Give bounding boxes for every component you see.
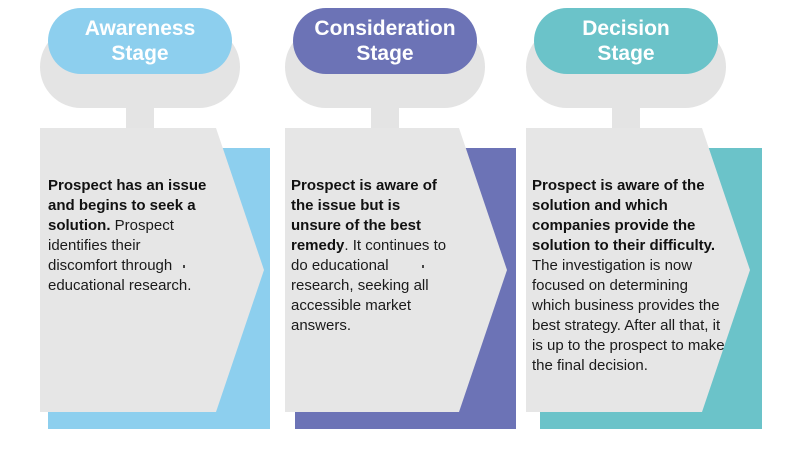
awareness-stage-subtitle: Stage [111,42,169,65]
awareness-stage-title: Awareness [84,17,196,40]
decision-body-text: The investigation is now focused on dete… [532,257,725,374]
awareness-dot [183,265,185,268]
awareness-connector [126,104,154,132]
consideration-description: Prospect is aware of the issue but is un… [291,176,449,336]
consideration-stage-title: Consideration [314,17,456,40]
decision-bold-text: Prospect is aware of the solution and wh… [532,177,716,254]
awareness-arrow-card [40,128,264,412]
decision-arrow-card [526,128,750,412]
decision-description: Prospect is aware of the solution and wh… [532,176,726,376]
awareness-description: Prospect has an issue and begins to seek… [48,176,208,296]
decision-stage-subtitle: Stage [597,42,655,65]
awareness-stage-column: Awareness Stage Prospect has an issue an… [40,0,290,472]
consideration-connector [371,104,399,132]
decision-connector [612,104,640,132]
decision-stage-column: Decision Stage Prospect is aware of the … [526,0,776,472]
decision-stage-pill: Decision Stage [534,8,718,74]
consideration-bold-text: Prospect is aware of the issue but is un… [291,177,437,254]
decision-stage-title: Decision [582,17,670,40]
awareness-body-text: Prospect identifies their discomfort thr… [48,217,192,294]
awareness-bold-text: Prospect has an issue and begins to seek… [48,177,207,234]
consideration-stage-subtitle: Stage [356,42,414,65]
consideration-arrow-card [285,128,507,412]
consideration-body-text: . It continues to do educational researc… [291,237,447,334]
awareness-stage-pill: Awareness Stage [48,8,232,74]
consideration-stage-column: Consideration Stage Prospect is aware of… [285,0,535,472]
consideration-dot [422,265,424,268]
consideration-stage-pill: Consideration Stage [293,8,477,74]
